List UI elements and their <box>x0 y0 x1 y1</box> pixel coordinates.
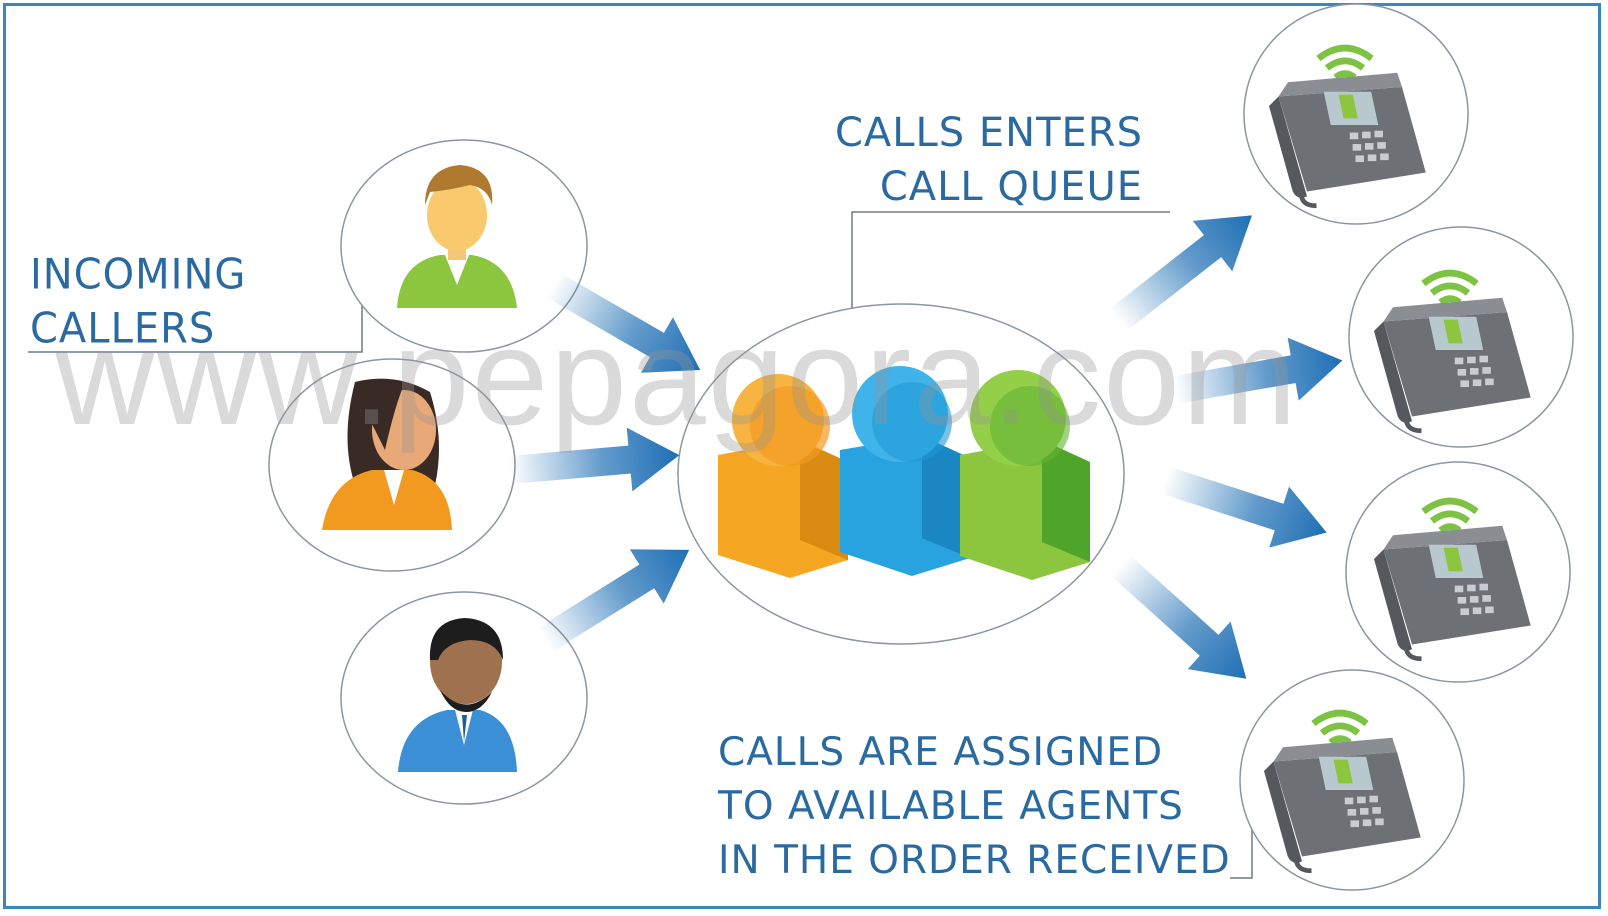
queue-callout-line <box>851 211 1170 330</box>
queue-people-icon <box>718 366 1090 580</box>
arrow-queue-to-agent3 <box>1155 449 1337 563</box>
queue-person-blue <box>840 366 970 576</box>
person-green-shirt-icon <box>397 165 517 308</box>
person-blue-suit-icon <box>398 618 517 772</box>
arrow-caller3-to-queue <box>528 522 707 668</box>
queue-label-line1: CALLS ENTERS <box>834 110 1143 156</box>
queue-person-orange <box>718 374 848 578</box>
incoming-label-line1: INCOMING <box>30 250 247 300</box>
arrow-caller1-to-queue <box>537 257 717 398</box>
assign-label-line2: TO AVAILABLE AGENTS <box>718 784 1184 829</box>
assign-label-line1: CALLS ARE ASSIGNED <box>718 730 1164 775</box>
person-orange-woman-icon <box>322 378 452 530</box>
arrow-queue-to-agent2 <box>1169 328 1348 422</box>
incoming-label-line2: CALLERS <box>30 304 216 354</box>
arrow-queue-to-agent4 <box>1098 541 1268 703</box>
assign-label-line3: IN THE ORDER RECEIVED <box>718 838 1231 883</box>
arrow-caller2-to-queue <box>507 423 683 502</box>
arrow-queue-to-agent1 <box>1098 190 1272 346</box>
queue-person-green <box>960 370 1090 580</box>
queue-label-line2: CALL QUEUE <box>879 164 1143 210</box>
